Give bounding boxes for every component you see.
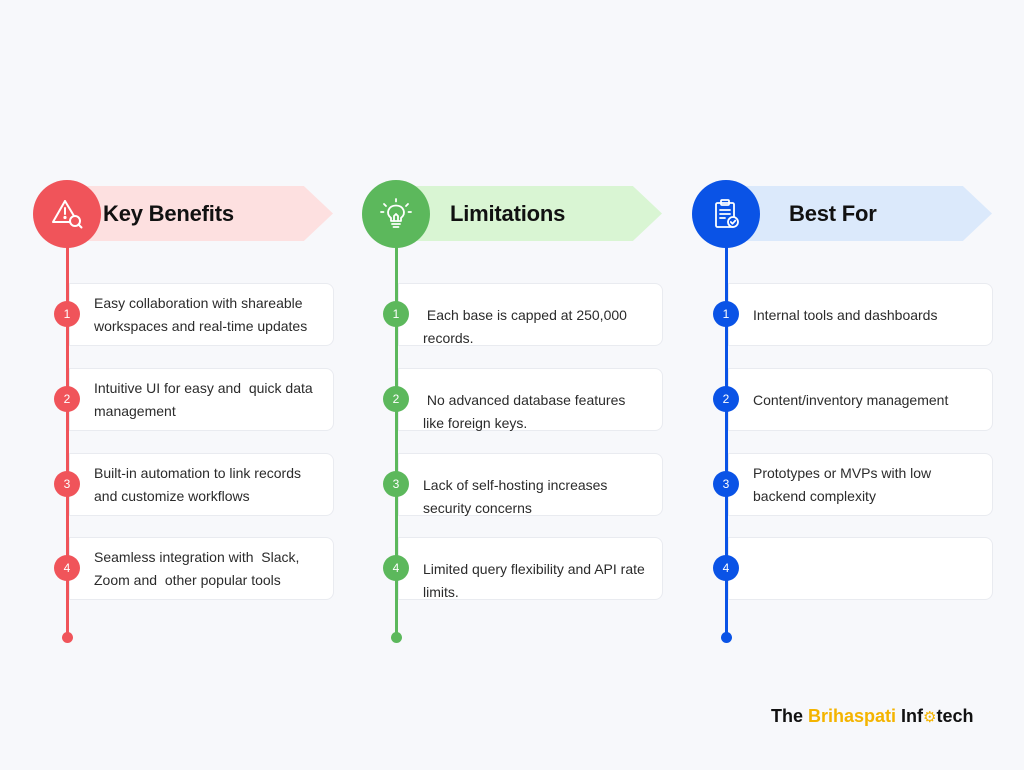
list-item: Content/inventory management [728, 368, 993, 431]
list-item: No advanced database features like forei… [398, 368, 663, 431]
list-item: Lack of self-hosting increases security … [398, 453, 663, 516]
key-benefits-timeline-end [62, 632, 73, 643]
list-item [728, 537, 993, 600]
list-item: Each base is capped at 250,000 records. [398, 283, 663, 346]
list-item: Easy collaboration with shareable worksp… [69, 283, 334, 346]
limitations-title: Limitations [450, 201, 566, 226]
alert-magnifier-icon [33, 180, 101, 248]
step-number: 3 [54, 471, 80, 497]
step-number: 1 [54, 301, 80, 327]
best-for-title: Best For [789, 201, 877, 226]
key-benefits-timeline [66, 240, 69, 638]
brand-suffix: tech [936, 706, 974, 726]
key-benefits-banner [68, 186, 333, 241]
brand-accent-word: Brihaspati [808, 706, 897, 726]
brand-middle: Inf [896, 706, 924, 726]
gear-icon: ⚙ [923, 709, 937, 726]
step-number: 2 [713, 386, 739, 412]
step-number: 2 [54, 386, 80, 412]
step-number: 4 [383, 555, 409, 581]
list-item: Seamless integration with Slack, Zoom an… [69, 537, 334, 600]
limitations-timeline-end [391, 632, 402, 643]
limitations-column: Limitations Each base is capped at 250,0… [362, 0, 663, 770]
limitations-banner [397, 186, 662, 241]
step-number: 4 [54, 555, 80, 581]
step-number: 1 [383, 301, 409, 327]
list-item: Intuitive UI for easy and quick data man… [69, 368, 334, 431]
key-benefits-column: Key Benefits Easy collaboration with sha… [33, 0, 334, 770]
step-number: 2 [383, 386, 409, 412]
best-for-timeline-end [721, 632, 732, 643]
list-item: Prototypes or MVPs with low backend comp… [728, 453, 993, 516]
lightbulb-icon [362, 180, 430, 248]
step-number: 3 [713, 471, 739, 497]
list-item: Internal tools and dashboards [728, 283, 993, 346]
key-benefits-title: Key Benefits [103, 201, 234, 226]
list-item: Limited query flexibility and API rate l… [398, 537, 663, 600]
list-item: Built-in automation to link records and … [69, 453, 334, 516]
step-number: 4 [713, 555, 739, 581]
best-for-banner [727, 186, 992, 241]
step-number: 1 [713, 301, 739, 327]
step-number: 3 [383, 471, 409, 497]
limitations-timeline [395, 240, 398, 638]
brand-logo: The Brihaspati Inf⚙tech [771, 706, 974, 727]
clipboard-check-icon [692, 180, 760, 248]
brand-prefix: The [771, 706, 809, 726]
best-for-column: Best For Internal tools and dashboards 1… [692, 0, 993, 770]
best-for-timeline [725, 240, 728, 638]
